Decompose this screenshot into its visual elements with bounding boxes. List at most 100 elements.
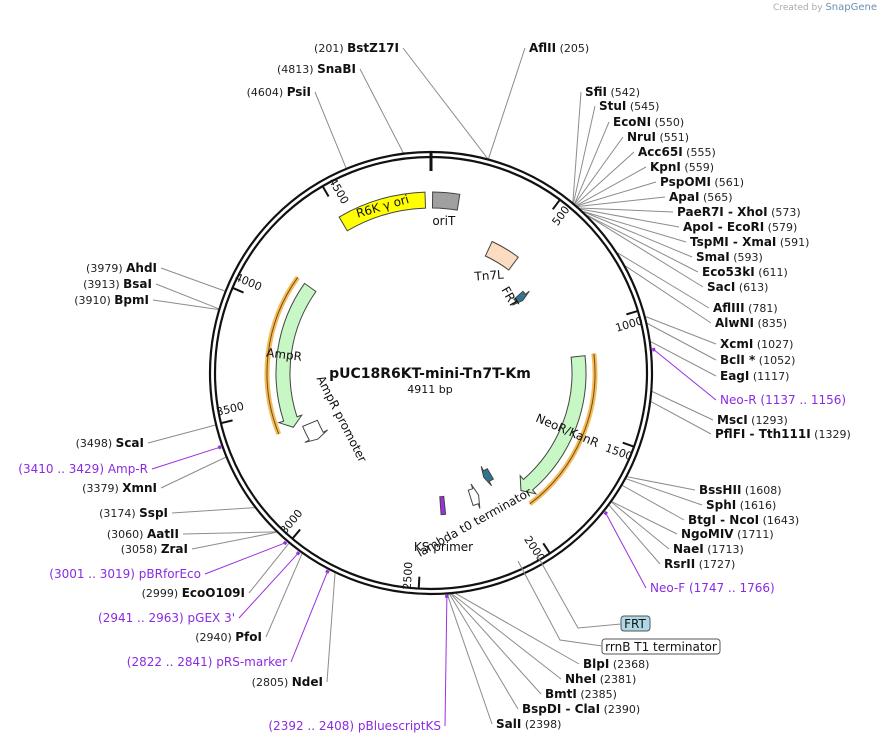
primer-neo-f-label: Neo-F (1747 .. 1766) (650, 581, 775, 595)
site-sspi: (3174) SspI (99, 506, 168, 520)
outside-frt-box (620, 615, 651, 632)
site-bmti-leader (450, 593, 542, 695)
site-stui-leader (573, 105, 596, 203)
feature-r6k-ori-0-shape (338, 191, 427, 232)
site-saci-label: SacI (613) (707, 280, 768, 294)
tick-mark (542, 542, 551, 554)
primer-pbluescriptks-label: (2392 .. 2408) pBluescriptKS (268, 719, 441, 733)
site-sphi-leader (626, 478, 703, 506)
feature-tn7l-2-shape (484, 240, 520, 271)
feature-neor-kanr-4: NeoR/KanR (519, 353, 601, 506)
site-sphi: SphI (1616) (706, 498, 776, 512)
credit-prefix: Created by (773, 3, 823, 13)
primer-prs-marker-label: (2822 .. 2841) pRS-marker (127, 655, 287, 669)
site-naei: NaeI (1713) (673, 542, 744, 556)
site-ndei-label: (2805) NdeI (252, 675, 323, 689)
site-smai: SmaI (593) (696, 250, 763, 264)
site-bstz17i-label: (201) BstZ17I (314, 41, 399, 55)
outside-frt-label: FRT (620, 615, 651, 632)
site-xcmi-leader (645, 316, 717, 345)
site-kpni-leader (576, 166, 647, 206)
credit-line: Created by SnapGene (773, 2, 877, 13)
feature-ampr-9: AmpR (264, 275, 317, 436)
site-bcli-label: BclI * (1052) (720, 353, 795, 367)
primer-pbrforeco-leader (204, 542, 286, 575)
site-econi: EcoNI (550) (613, 115, 684, 129)
frt-leader (535, 552, 622, 629)
feature-ks-primer-7: KS primer (414, 495, 473, 554)
site-smai-leader (583, 211, 693, 258)
site-alwni-leader (625, 265, 712, 324)
rrnb-terminator-text: rrnB T1 terminator (605, 640, 717, 654)
site-bsai-leader (155, 283, 219, 310)
site-naei-leader (611, 501, 670, 550)
feature-frt-3-label: FRT (498, 284, 521, 310)
site-sphi-label: SphI (1616) (706, 498, 776, 512)
site-pspomi: PspOMI (561) (660, 175, 744, 189)
site-tspmi-xmai-label: TspMI - XmaI (591) (690, 235, 809, 249)
site-kpni-label: KpnI (559) (650, 160, 714, 174)
site-eagi-leader (650, 341, 717, 377)
site-apoi-ecori-label: ApoI - EcoRI (579) (683, 220, 797, 234)
site-snabi-label: (4813) SnaBI (277, 62, 356, 76)
site-ahdi-leader (160, 267, 225, 292)
site-bsai: (3913) BsaI (83, 277, 152, 291)
rrnb-leader (517, 560, 603, 647)
tick-mark (321, 185, 330, 198)
feature-tn7l-2-label: Tn7L (473, 268, 504, 284)
site-xcmi: XcmI (1027) (720, 337, 793, 351)
tick-mark (626, 309, 639, 316)
site-paer7i-xhoi-leader (579, 207, 674, 213)
site-sfii: SfiI (542) (585, 85, 640, 99)
site-econi-leader (574, 121, 610, 204)
site-msci-label: MscI (1293) (717, 413, 788, 427)
site-stui-label: StuI (545) (599, 99, 659, 113)
site-xmni-leader (160, 456, 226, 489)
feature-ks-primer-7-label: KS primer (414, 540, 473, 554)
site-acc65i-label: Acc65I (555) (638, 145, 716, 159)
primer-prs-marker-mark (325, 569, 330, 574)
site-blpi-leader (455, 593, 580, 665)
site-tspmi-xmai: TspMI - XmaI (591) (690, 235, 809, 249)
site-bpmi: (3910) BpmI (74, 293, 149, 307)
site-paer7i-xhoi-label: PaeR7I - XhoI (573) (677, 205, 801, 219)
site-psii-leader (314, 91, 347, 169)
site-eco53ki: Eco53kI (611) (702, 265, 788, 279)
site-alwni-label: AlwNI (835) (715, 316, 787, 330)
site-ngomiv-label: NgoMIV (1711) (681, 527, 774, 541)
site-bspdi-clai-leader (449, 593, 519, 710)
site-afliii: AflIII (781) (713, 301, 778, 315)
site-pflfi-tth111i: PflFI - Tth111I (1329) (715, 427, 851, 441)
site-acc65i-leader (575, 151, 635, 206)
site-msci: MscI (1293) (717, 413, 788, 427)
site-ecoo109i-leader (248, 543, 290, 594)
site-aatii-leader (182, 531, 276, 535)
tick-label: 2500 (401, 561, 416, 590)
tick-label: 3000 (278, 507, 306, 537)
feature-neor-kanr-4-shape (519, 355, 587, 495)
primer-pbrforeco-mark (282, 540, 288, 546)
site-ecoo109i: (2999) EcoO109I (142, 586, 245, 600)
feature-ampr-9-orf-line (266, 277, 299, 435)
credit-brand: SnapGene (825, 2, 877, 13)
feature-ks-primer-7-shape (439, 495, 447, 516)
site-ahdi-label: (3979) AhdI (86, 261, 157, 275)
site-btgi-ncoi: BtgI - NcoI (1643) (688, 513, 799, 527)
site-nrui: NruI (551) (627, 130, 689, 144)
feature-orit-1: oriT (431, 191, 461, 228)
site-bsshii-label: BssHII (1608) (699, 483, 781, 497)
site-bpmi-leader (152, 299, 219, 310)
site-eco53ki-leader (587, 215, 699, 273)
site-saci: SacI (613) (707, 280, 768, 294)
feature-lambda-t0-terminator-6-shape (467, 483, 481, 509)
site-afliii-label: AflIII (781) (713, 301, 778, 315)
site-btgi-ncoi-label: BtgI - NcoI (1643) (688, 513, 799, 527)
site-aatii-label: (3060) AatII (107, 527, 179, 541)
site-apoi-ecori-leader (580, 208, 680, 228)
plasmid-name: pUC18R6KT-mini-Tn7T-Km (329, 366, 531, 382)
site-bcli-leader (647, 323, 717, 361)
site-nhei-leader (451, 593, 562, 680)
site-ecoo109i-label: (2999) EcoO109I (142, 586, 245, 600)
site-snabi-leader (359, 68, 404, 153)
